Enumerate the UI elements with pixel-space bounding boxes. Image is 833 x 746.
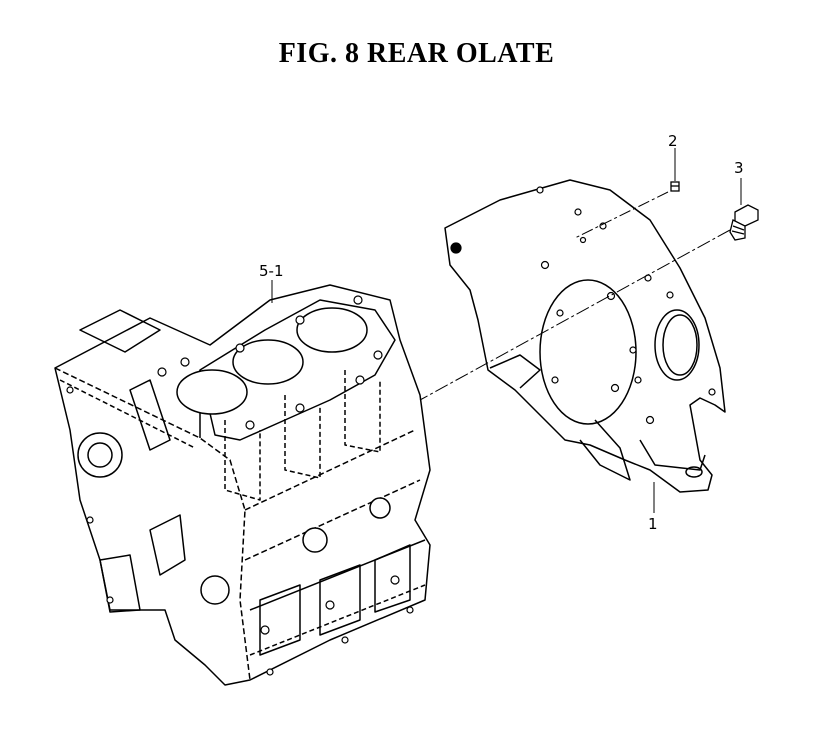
bolt-3	[729, 204, 759, 241]
callout-1: 1	[648, 515, 658, 533]
rear-plate-holes	[450, 186, 716, 425]
rear-plate	[444, 179, 726, 493]
center-lines	[271, 148, 742, 513]
callout-5-1: 5-1	[259, 262, 284, 280]
figure-title: FIG. 8 REAR OLATE	[278, 38, 555, 69]
block-bolt-holes	[66, 295, 414, 676]
cylinder-bores	[77, 307, 391, 605]
callout-2: 2	[668, 132, 678, 150]
bolt-2	[670, 181, 680, 192]
callout-3: 3	[734, 159, 744, 177]
